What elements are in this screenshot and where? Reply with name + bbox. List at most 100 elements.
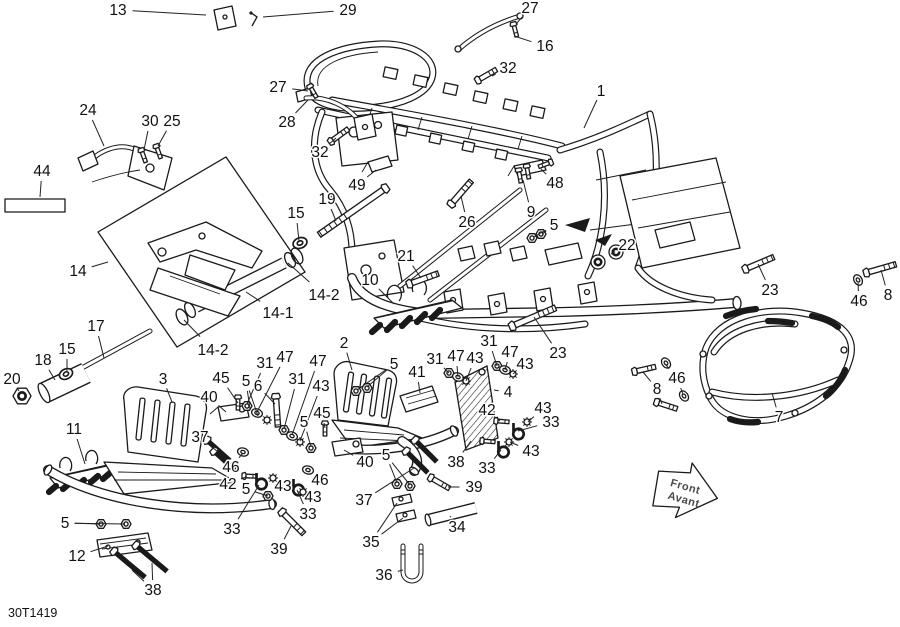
leader-line-35 xyxy=(381,517,404,535)
part-callout-31: 31 xyxy=(426,351,443,368)
part-callout-5: 5 xyxy=(550,217,559,234)
part-callout-40: 40 xyxy=(356,454,374,471)
part-callout-46: 46 xyxy=(850,293,867,310)
leader-line-8 xyxy=(659,398,663,405)
leader-line-17 xyxy=(98,335,105,359)
part-callout-12: 12 xyxy=(68,548,85,565)
part-callout-33: 33 xyxy=(299,506,316,523)
part-callout-25: 25 xyxy=(163,113,180,130)
leader-line-5 xyxy=(533,229,546,238)
part-callout-33: 33 xyxy=(223,521,240,538)
bolt-39-icon xyxy=(425,472,453,493)
leader-line-6 xyxy=(264,392,276,405)
leader-line-47 xyxy=(291,370,315,436)
leader-line-27 xyxy=(292,88,309,92)
part-callout-43: 43 xyxy=(516,356,533,373)
leader-line-47 xyxy=(256,366,281,413)
part-callout-2: 2 xyxy=(340,335,349,352)
part-callout-34: 34 xyxy=(448,519,466,536)
part-callout-33: 33 xyxy=(478,460,495,477)
leader-line-39 xyxy=(283,525,292,540)
part-callout-47: 47 xyxy=(276,349,293,366)
part-callout-9: 9 xyxy=(527,204,536,221)
leader-line-5 xyxy=(306,431,312,448)
leader-line-46 xyxy=(307,470,310,473)
leader-line-45 xyxy=(227,387,239,404)
bolt-8-icon xyxy=(630,361,658,377)
leader-line-47 xyxy=(456,365,459,378)
part-callout-45: 45 xyxy=(313,405,330,422)
part-callout-45: 45 xyxy=(212,370,229,387)
bolt-23-icon xyxy=(740,252,777,276)
leader-line-35 xyxy=(376,502,398,533)
leader-line-41 xyxy=(417,381,421,394)
leader-line-5 xyxy=(74,522,126,525)
leader-line-15 xyxy=(296,222,300,242)
part-callout-5: 5 xyxy=(382,447,391,464)
part-callout-37: 37 xyxy=(355,492,372,509)
leader-line-13 xyxy=(132,10,207,16)
leader-line-22 xyxy=(610,251,616,255)
part-callout-43: 43 xyxy=(522,443,539,460)
part-callout-14-2: 14-2 xyxy=(197,342,228,359)
leader-line-31 xyxy=(443,367,450,374)
part-callout-5: 5 xyxy=(61,515,70,532)
leader-line-32 xyxy=(491,73,496,77)
part-callout-31: 31 xyxy=(256,355,273,372)
leader-line-12 xyxy=(90,545,109,553)
part-callout-41: 41 xyxy=(408,364,425,381)
screw-42-icon xyxy=(241,471,258,481)
part-callout-23: 23 xyxy=(549,345,566,362)
part-callout-6: 6 xyxy=(254,378,263,395)
bolt-6-icon xyxy=(270,392,284,428)
lockwasher-43-icon xyxy=(503,436,515,448)
part-callout-47: 47 xyxy=(447,348,464,365)
part-callout-8: 8 xyxy=(884,287,893,304)
part-callout-42: 42 xyxy=(219,476,236,493)
clamp-35-part xyxy=(391,493,417,523)
footboard-2-part xyxy=(331,360,459,476)
leader-line-5 xyxy=(391,462,411,486)
part-callout-5: 5 xyxy=(390,356,399,373)
leader-line-1 xyxy=(583,99,598,129)
leader-line-44 xyxy=(39,180,42,198)
leader-line-27 xyxy=(515,16,523,25)
leader-line-8 xyxy=(642,371,652,382)
part-callout-19: 19 xyxy=(318,191,335,208)
leader-line-31 xyxy=(246,372,262,405)
leader-line-14-2 xyxy=(183,319,201,337)
frame-part xyxy=(295,40,742,333)
frame-mount-bracket-icons xyxy=(443,240,598,316)
part-callout-29: 29 xyxy=(339,2,356,19)
part-callout-5: 5 xyxy=(242,373,251,390)
part-callout-4: 4 xyxy=(504,384,513,401)
part-callout-48: 48 xyxy=(546,175,563,192)
part-callout-39: 39 xyxy=(465,479,482,496)
leader-line-33 xyxy=(517,425,538,432)
label-plate-44-part xyxy=(4,198,66,213)
part-callout-35: 35 xyxy=(362,534,379,551)
part-callout-37: 37 xyxy=(191,429,208,446)
part-callout-3: 3 xyxy=(159,371,168,388)
part-callout-43: 43 xyxy=(274,478,291,495)
bracket-41-part xyxy=(399,385,439,413)
leader-line-2 xyxy=(346,352,353,371)
part-callout-18: 18 xyxy=(34,352,51,369)
leader-line-5 xyxy=(356,369,387,391)
clip-29-part xyxy=(249,11,258,27)
part-callout-44: 44 xyxy=(33,163,51,180)
spacer-18-part xyxy=(37,363,91,404)
rail-bracket-icons xyxy=(382,66,546,161)
bracket-13-part xyxy=(213,5,237,31)
leader-line-14-2 xyxy=(287,262,310,283)
part-callout-5: 5 xyxy=(300,414,309,431)
washer-46-icon xyxy=(676,388,692,404)
lockwasher-43-icon xyxy=(261,414,273,426)
leader-line-33 xyxy=(493,449,502,459)
leader-line-40 xyxy=(218,405,227,413)
grommet-22-icon xyxy=(590,254,606,270)
part-callout-32: 32 xyxy=(499,60,516,77)
part-callout-31: 31 xyxy=(480,333,497,350)
